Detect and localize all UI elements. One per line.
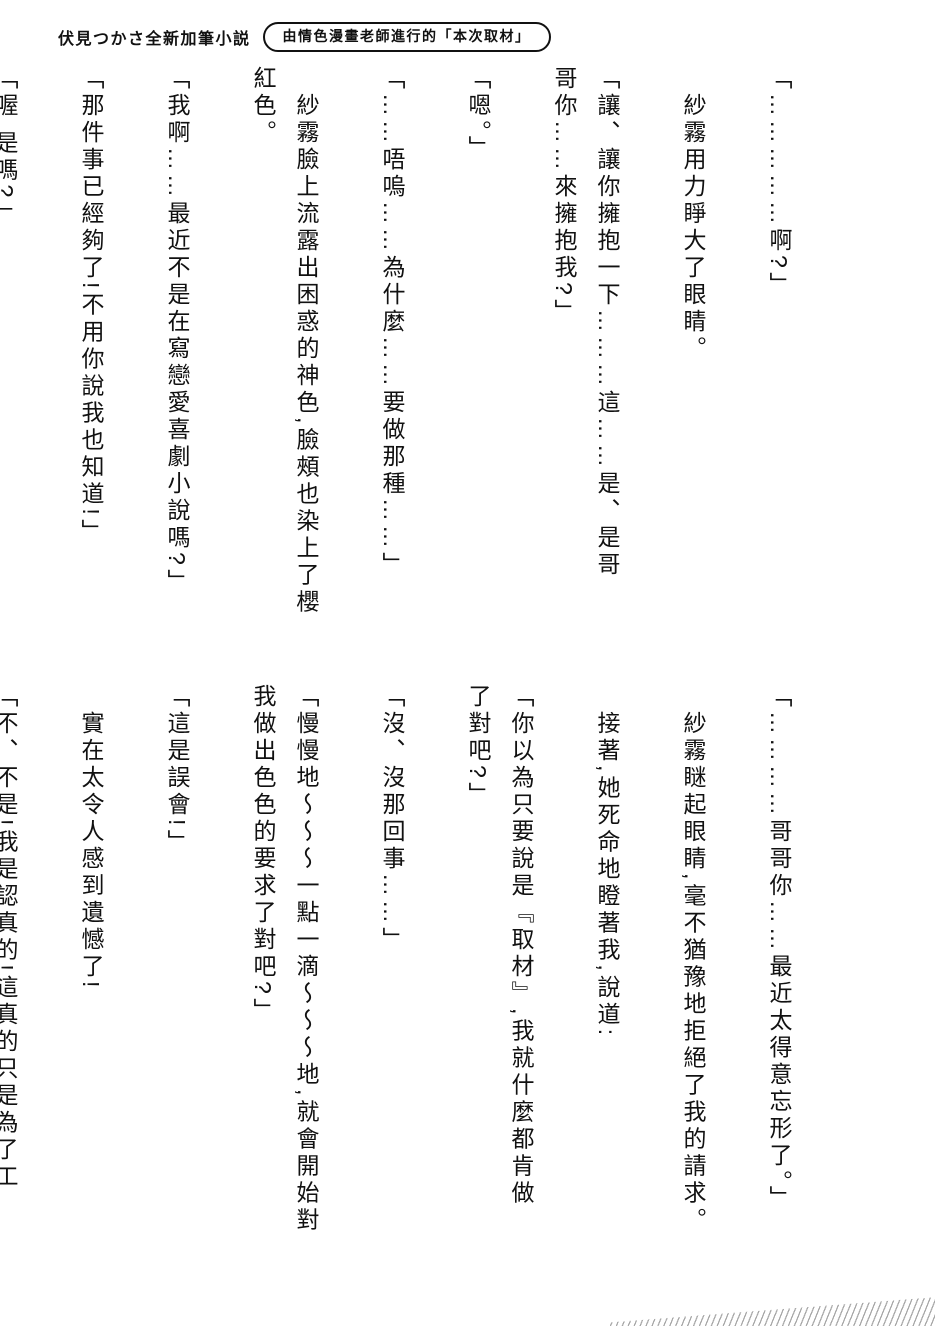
narration-paragraph: 紗霧用力睜大了眼睛。 <box>680 93 706 363</box>
dialogue-paragraph: 「這是誤會!」 <box>164 684 190 857</box>
dialogue-paragraph: 「……………啊?」 <box>766 66 792 299</box>
dialogue-paragraph: 「那件事已經夠了!不用你說我也知道!」 <box>78 66 104 546</box>
dialogue-paragraph: 「喔,是嗎?」 <box>0 66 18 229</box>
dialogue-paragraph: 「……唔嗚……為什麼……要做那種……」 <box>379 66 405 579</box>
dialogue-paragraph: 「讓、讓你擁抱一下………這……是、是哥 哥你……來擁抱我?」 <box>551 66 620 579</box>
narration-paragraph: 實在太令人感到遺憾了! <box>78 711 104 992</box>
dialogue-paragraph: 「…………哥哥你……最近太得意忘形了。」 <box>766 684 792 1213</box>
dialogue-paragraph: 「不、不是!我是認真的!這真的只是為了工 作!是為了『我們的夢想』才這麼做的……… <box>0 684 18 1191</box>
dialogue-paragraph: 「慢慢地〜〜〜一點一滴〜〜〜地,就會開始對 我做出色色的要求了對吧?」 <box>250 684 319 1235</box>
narration-paragraph: 紗霧瞇起眼睛,毫不猶豫地拒絕了我的請求。 <box>680 711 706 1235</box>
series-title: 伏見つかさ全新加筆小説 <box>58 31 251 48</box>
text-block-top: 「……………啊?」 紗霧用力睜大了眼睛。 「讓、讓你擁抱一下………這……是、是哥… <box>0 66 843 654</box>
text-block-bottom: 「…………哥哥你……最近太得意忘形了。」 紗霧瞇起眼睛,毫不猶豫地拒絕了我的請求… <box>0 684 843 1272</box>
dialogue-paragraph: 「嗯。」 <box>465 66 491 163</box>
dialogue-paragraph: 「沒、沒那回事……」 <box>379 684 405 954</box>
page-header: 伏見つかさ全新加筆小説 由情色漫畫老師進行的「本次取材」 <box>58 22 551 52</box>
feature-badge: 由情色漫畫老師進行的「本次取材」 <box>262 22 551 52</box>
dialogue-paragraph: 「我啊……最近不是在寫戀愛喜劇小說嗎?」 <box>164 66 190 596</box>
narration-paragraph: 紗霧臉上流露出困惑的神色,臉頰也染上了櫻 紅色。 <box>250 66 319 617</box>
dialogue-paragraph: 「你以為只要說是『取材』,我就什麼都肯做 了對吧?」 <box>465 684 534 1208</box>
page-curl-decoration <box>610 1297 935 1326</box>
narration-paragraph: 接著,她死命地瞪著我,說道: <box>594 711 620 1040</box>
